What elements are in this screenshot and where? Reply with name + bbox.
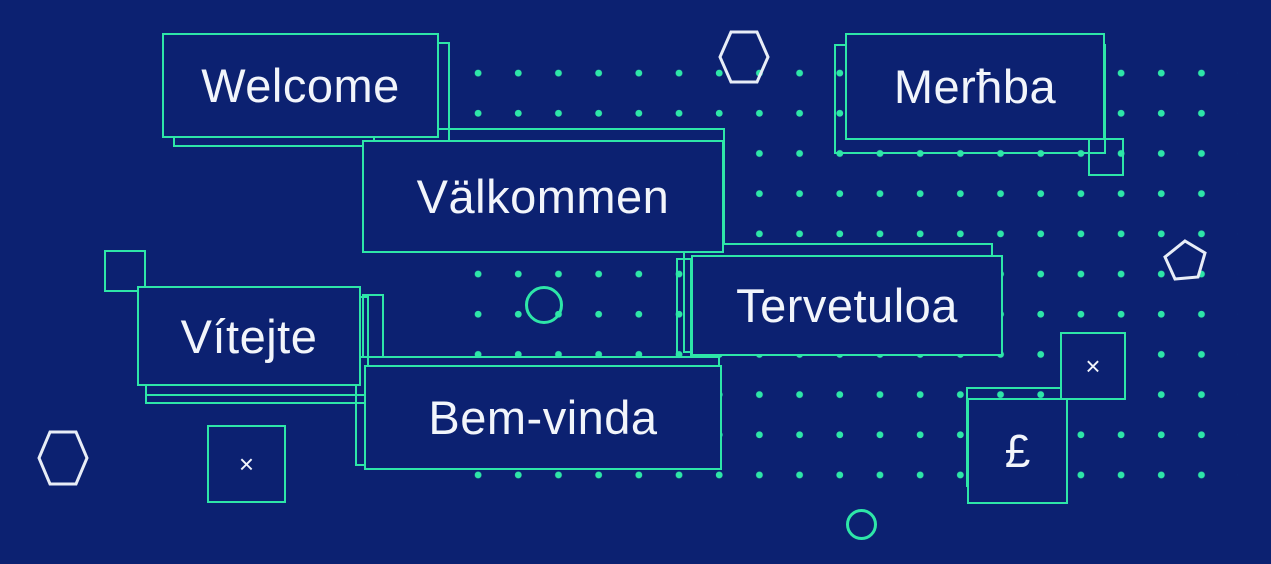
greeting-card-vitejte[interactable]: Vítejte [137,286,361,386]
vitejte-right-bracket [362,294,384,358]
greeting-label-merhba: Merħba [893,60,1057,113]
close-icon: × [238,449,255,479]
tervetuloa-left-bracket [676,258,692,358]
greeting-label-vitejte: Vítejte [180,309,318,363]
greeting-card-welcome[interactable]: Welcome [162,33,439,138]
greeting-label-welcome: Welcome [201,59,400,112]
pentagon-right [1163,238,1207,282]
greeting-label-tervetuloa: Tervetuloa [736,279,958,332]
close-tile-right[interactable]: × [1060,332,1126,400]
circle-center [525,286,563,324]
greeting-label-valkommen: Välkommen [416,170,670,223]
greeting-card-valkommen[interactable]: Välkommen [362,140,724,253]
pound-tile[interactable]: £ [967,398,1068,504]
hexagon-bottom-left [37,430,89,486]
circle-bottom [846,509,877,540]
greeting-label-bemvinda: Bem-vinda [428,391,658,444]
greeting-card-bemvinda[interactable]: Bem-vinda [364,365,722,470]
close-tile-left[interactable]: × [207,425,286,503]
greeting-card-merhba[interactable]: Merħba [845,33,1105,140]
pound-sterling-icon: £ [1004,425,1031,477]
close-icon: × [1085,351,1101,381]
greeting-card-tervetuloa[interactable]: Tervetuloa [691,255,1003,356]
square-top-left-small [104,250,146,292]
square-top-right-small [1088,138,1124,176]
hexagon-top [718,30,770,84]
